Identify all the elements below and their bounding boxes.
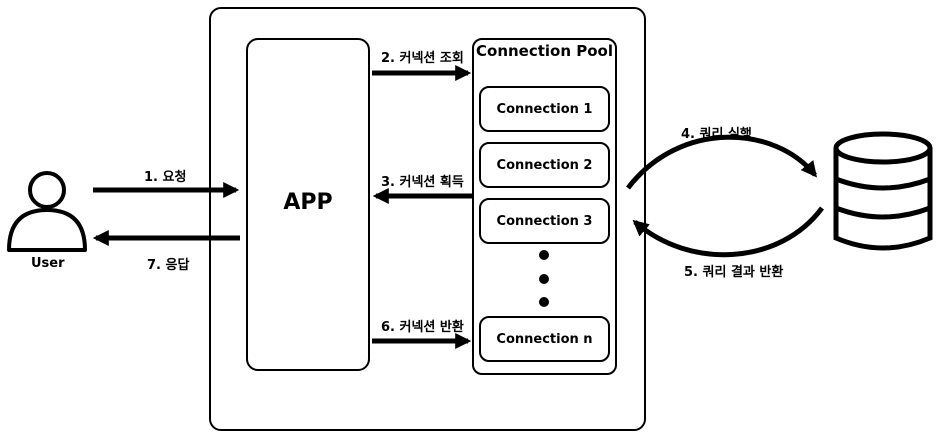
step-lookup-label: 2. 커넥션 조회 <box>381 51 464 66</box>
query-arrow <box>626 134 818 190</box>
connection-pool-title: Connection Pool <box>476 42 613 60</box>
step-release-label: 6. 커넥션 반환 <box>381 320 464 335</box>
step-request-label: 1. 요청 <box>144 170 187 185</box>
database-icon <box>833 131 933 251</box>
connection-2: Connection 2 <box>479 142 610 188</box>
user-icon <box>7 171 87 252</box>
connection-n: Connection n <box>479 316 610 362</box>
connection-1: Connection 1 <box>479 86 610 132</box>
app-label: APP <box>283 190 333 215</box>
user-label: User <box>31 256 65 271</box>
vertical-ellipsis-icon <box>539 250 549 307</box>
connection-3: Connection 3 <box>479 198 610 244</box>
step-result-label: 5. 쿼리 결과 반환 <box>684 265 784 280</box>
step-acquire-label: 3. 커넥션 획득 <box>381 175 464 190</box>
app-box <box>246 38 370 371</box>
step-response-label: 7. 응답 <box>147 258 190 273</box>
result-arrow <box>632 206 825 258</box>
